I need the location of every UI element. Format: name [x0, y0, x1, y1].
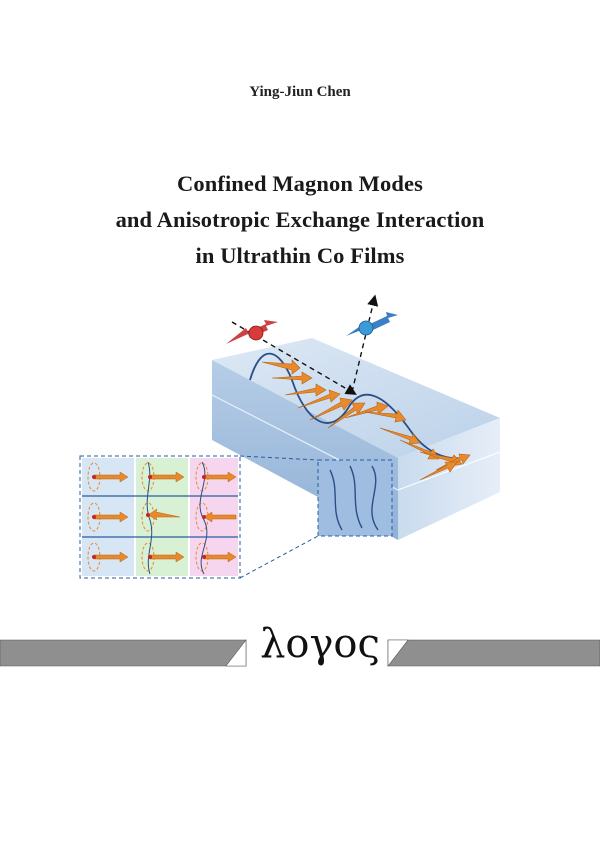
incident-electron: [226, 320, 278, 344]
cross-section-window: [317, 459, 393, 537]
author-name: Ying-Jiun Chen: [249, 84, 351, 100]
spin-arrows: [261, 359, 471, 481]
book-title: Confined Magnon Modes and Anisotropic Ex…: [0, 166, 600, 274]
publisher-logo: λογος: [260, 621, 380, 667]
title-line-3: in Ultrathin Co Films: [195, 243, 405, 268]
mode-panel: [79, 455, 241, 579]
scattered-electron: [346, 312, 398, 336]
title-line-2: and Anisotropic Exchange Interaction: [115, 207, 485, 232]
title-line-1: Confined Magnon Modes: [177, 171, 423, 196]
spin-wave-curve: [249, 352, 463, 460]
publisher-band: [0, 639, 600, 667]
